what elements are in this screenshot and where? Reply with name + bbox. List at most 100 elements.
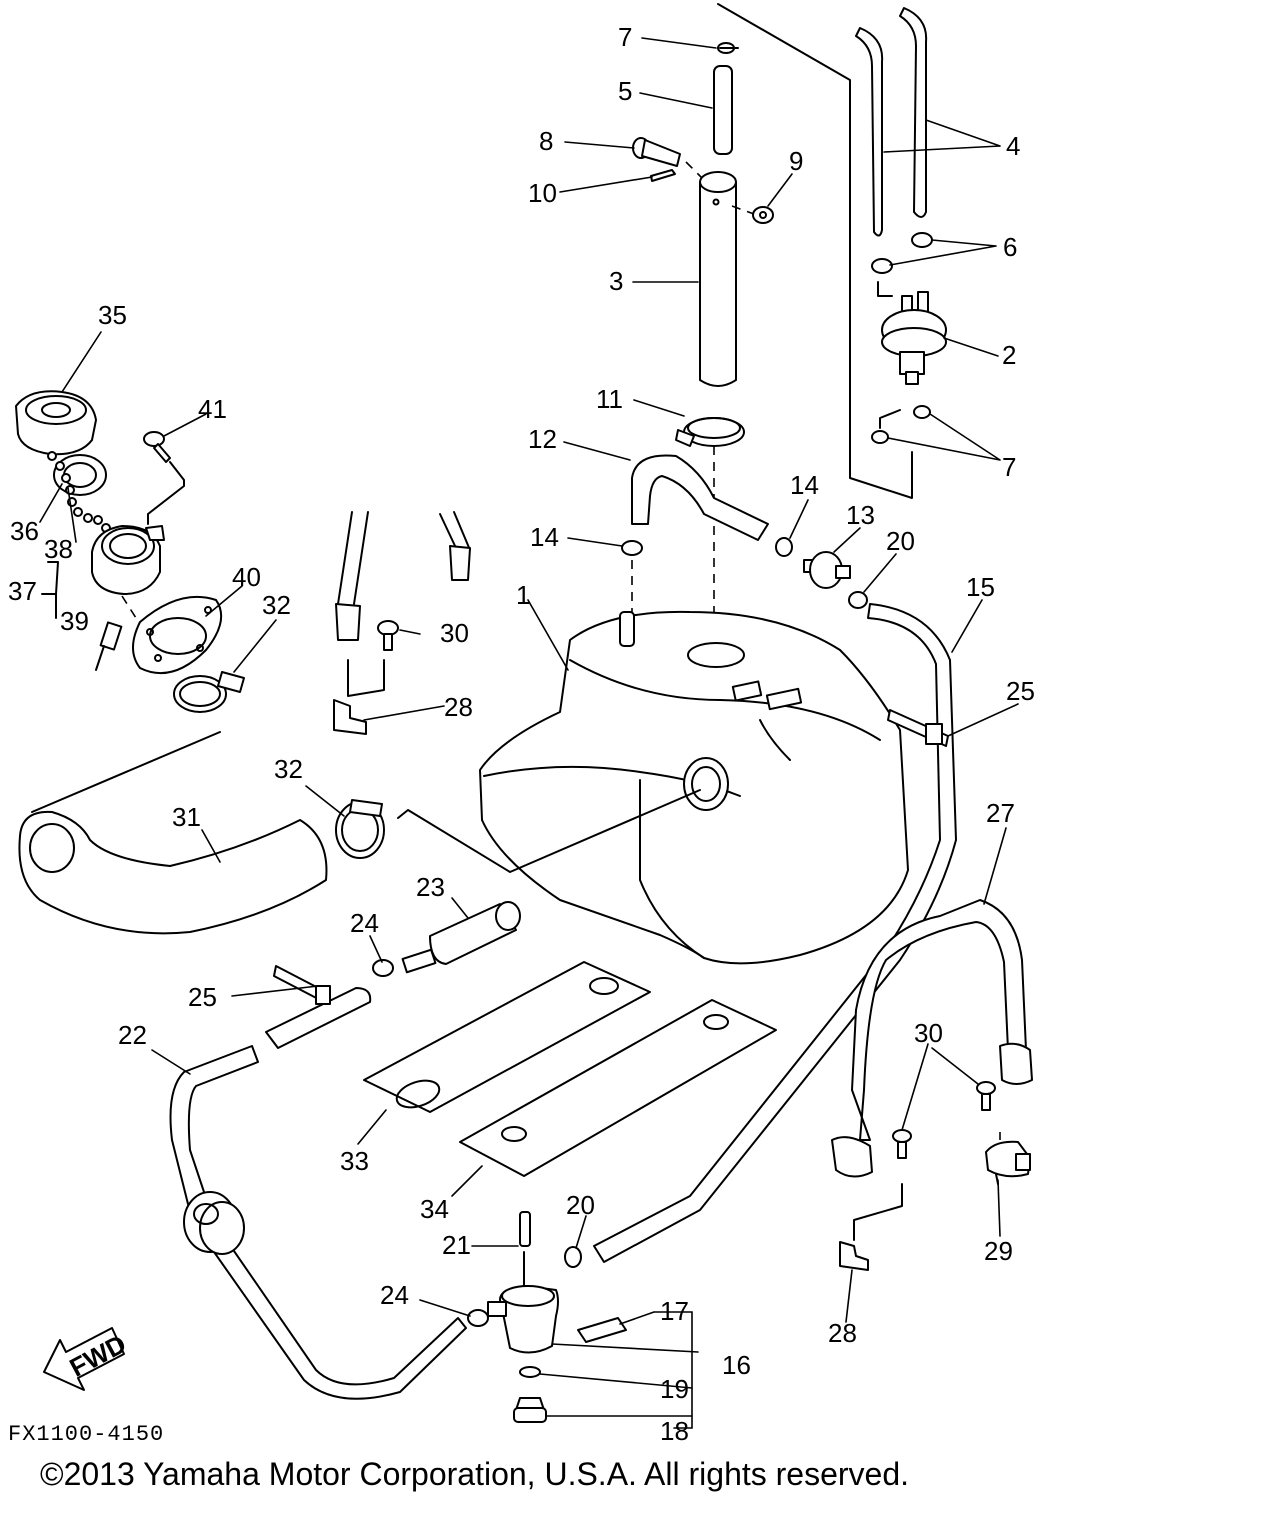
part-filler-cap-35: [15, 390, 97, 456]
callout-33: 33: [340, 1146, 369, 1176]
part-filter-23: [401, 901, 521, 974]
callout-38: 38: [44, 534, 73, 564]
part-filler-neck-37: [91, 525, 165, 595]
part-clip-20-lower: [564, 1246, 582, 1268]
part-pad-33: [363, 961, 651, 1113]
part-clip-14: [621, 537, 793, 557]
callout-6: 6: [1003, 232, 1017, 262]
callout-30-lower: 30: [914, 1018, 943, 1048]
part-cable-tie-25-upper: [887, 709, 949, 747]
part-hose-31: [18, 810, 328, 935]
part-screw-41: [143, 431, 171, 463]
part-o-ring-19: [519, 1366, 541, 1378]
part-fuel-tank-1: [479, 610, 909, 965]
callout-22: 22: [118, 1020, 147, 1050]
part-pad-34: [459, 999, 777, 1177]
callout-1: 1: [516, 580, 530, 610]
callout-25-lower: 25: [188, 982, 217, 1012]
part-drain-plug-18: [513, 1397, 547, 1423]
part-gasket-40: [132, 595, 223, 675]
part-gasket-36: [53, 454, 107, 496]
part-bracket-28-upper: [333, 511, 471, 735]
part-hose-22: [169, 1045, 467, 1400]
part-cotter-10: [650, 169, 676, 182]
part-rivet-21: [519, 1211, 531, 1287]
callout-21: 21: [442, 1230, 471, 1260]
callout-8: 8: [539, 126, 553, 156]
callout-13: 13: [846, 500, 875, 530]
callout-24-upper: 24: [350, 908, 379, 938]
callout-3: 3: [609, 266, 623, 296]
part-clip-6: [871, 232, 933, 274]
callout-37: 37: [8, 576, 37, 606]
callout-17: 17: [660, 1296, 689, 1326]
callout-2: 2: [1002, 340, 1016, 370]
leader-lines: [39, 37, 1019, 1429]
part-vent-hose-4: [855, 7, 928, 237]
part-pin-8: [632, 137, 681, 167]
callout-25-upper: 25: [1006, 676, 1035, 706]
callout-12: 12: [528, 424, 557, 454]
callout-24-lower: 24: [380, 1280, 409, 1310]
callout-32-lower: 32: [274, 754, 303, 784]
callout-36: 36: [10, 516, 39, 546]
part-hose-27: [851, 899, 1027, 1141]
part-filter-cup-16: [487, 1285, 559, 1354]
callout-9: 9: [789, 146, 803, 176]
part-clamp-32-upper: [173, 671, 245, 713]
callout-16: 16: [722, 1350, 751, 1380]
part-bolt-30-lower: [892, 1081, 996, 1159]
callout-4: 4: [1006, 131, 1020, 161]
part-hose-25: [265, 965, 372, 1049]
part-clamp-32-lower: [335, 799, 385, 859]
part-hose-15: [593, 603, 957, 1263]
part-fitting-13: [803, 551, 851, 589]
part-bracket-28-lower: [839, 1183, 903, 1271]
callout-18: 18: [660, 1416, 689, 1446]
part-clip-20-upper: [848, 591, 868, 609]
part-washer-9: [752, 206, 774, 224]
part-rivet-39: [95, 621, 123, 671]
part-hose-12: [631, 454, 769, 541]
callout-7-top: 7: [618, 22, 632, 52]
callout-31: 31: [172, 802, 201, 832]
part-clamp-11: [675, 417, 745, 447]
part-breather-pipe-3: [699, 171, 737, 387]
callout-28-lower: 28: [828, 1318, 857, 1348]
part-bolt-30-upper: [377, 620, 399, 651]
callout-30-upper: 30: [440, 618, 469, 648]
callout-20-lower: 20: [566, 1190, 595, 1220]
callout-10: 10: [528, 178, 557, 208]
part-holder-29: [985, 1140, 1031, 1185]
callout-14-left: 14: [530, 522, 559, 552]
callout-27: 27: [986, 798, 1015, 828]
callout-14-right: 14: [790, 470, 819, 500]
copyright-notice: ©2013 Yamaha Motor Corporation, U.S.A. A…: [40, 1456, 910, 1492]
part-bracket-17: [577, 1317, 627, 1343]
callout-34: 34: [420, 1194, 449, 1224]
part-clip-7-top: [717, 42, 739, 54]
callout-labels: 7 5 8 9 10 4 6 3 2 35 41 11 7 12 14 13 1…: [8, 22, 1035, 1447]
fwd-arrow-icon: FWD: [43, 1327, 131, 1391]
callout-15: 15: [966, 572, 995, 602]
callout-11: 11: [596, 384, 623, 414]
callout-7-lower: 7: [1002, 452, 1016, 482]
callout-20-upper: 20: [886, 526, 915, 556]
callout-5: 5: [618, 76, 632, 106]
callout-32-upper: 32: [262, 590, 291, 620]
callout-39: 39: [60, 606, 89, 636]
diagram-code: FX1100-4150: [8, 1422, 164, 1447]
callout-28-upper: 28: [444, 692, 473, 722]
part-pipe-5: [713, 65, 733, 155]
callout-23: 23: [416, 872, 445, 902]
part-clip-7-lower: [871, 405, 931, 444]
part-clip-24-upper: [372, 959, 394, 977]
part-clip-24-lower: [467, 1309, 489, 1327]
part-check-valve-2: [877, 281, 947, 385]
callout-29: 29: [984, 1236, 1013, 1266]
callout-40: 40: [232, 562, 261, 592]
callout-35: 35: [98, 300, 127, 330]
callout-19: 19: [660, 1374, 689, 1404]
callout-41: 41: [198, 394, 227, 424]
